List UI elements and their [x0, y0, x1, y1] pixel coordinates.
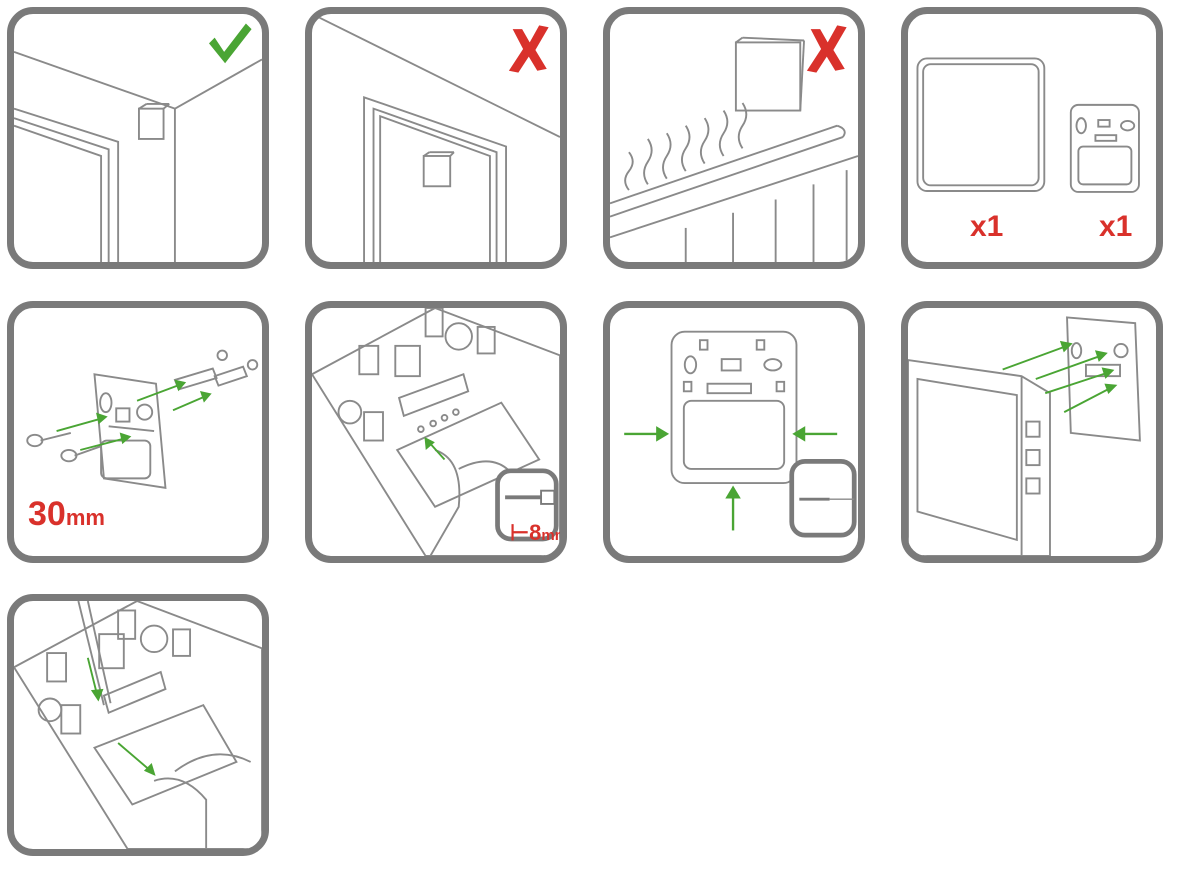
door-illustration: [312, 14, 560, 262]
mounting-illustration: [26, 349, 259, 489]
attach-illustration: [908, 316, 1141, 556]
radiator-illustration: [610, 25, 858, 262]
room-corner-illustration: [14, 23, 262, 262]
backplate-front-illustration: [624, 330, 857, 538]
panel-correct-placement: [7, 7, 269, 269]
panel-backplate-align: [603, 301, 865, 563]
panel-wrong-radiator: [603, 7, 865, 269]
panel-attach-thermostat: [901, 301, 1163, 563]
panel-box-contents: x1 x1: [901, 7, 1163, 269]
thermostat-cover: [916, 57, 1046, 192]
panel-wrong-door: [305, 7, 567, 269]
screwdriver-illustration: [14, 601, 262, 849]
depth-label: 30mm: [28, 495, 105, 533]
cross-icon: [508, 25, 549, 73]
panel-insert-wires: [7, 594, 269, 856]
cross-icon: [806, 25, 847, 73]
backplate-quantity-label: x1: [1099, 210, 1133, 243]
backplate: [1069, 103, 1140, 193]
terminal-block-illustration: [312, 308, 560, 556]
strip-length-label: ⊢8mm⊣: [510, 520, 567, 545]
contents-illustration: [916, 57, 1140, 193]
check-icon: [208, 23, 252, 64]
panel-screw-mounting: 30mm: [7, 301, 269, 563]
panel-wire-stripping: ⊢8mm⊣: [305, 301, 567, 563]
cover-quantity-label: x1: [970, 210, 1004, 243]
